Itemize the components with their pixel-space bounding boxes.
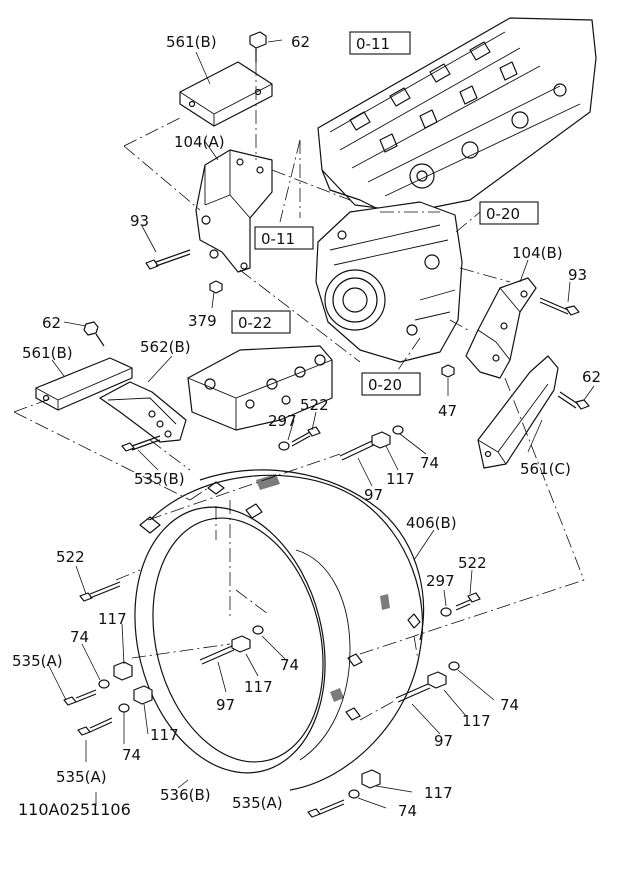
- reference-label: 0-11: [261, 230, 295, 248]
- insulator-561b-top-drawing: [179, 61, 273, 127]
- reference-label: 0-22: [238, 314, 272, 332]
- part-label[interactable]: 535(A): [56, 768, 107, 786]
- part-label[interactable]: 406(B): [406, 514, 457, 532]
- part-label[interactable]: 562(B): [140, 338, 191, 356]
- part-label[interactable]: 47: [438, 402, 457, 420]
- reference-box-0-20-mid[interactable]: 0-20: [361, 372, 421, 396]
- part-label[interactable]: 117: [386, 470, 415, 488]
- part-label[interactable]: 104(B): [512, 244, 563, 262]
- nut-47-drawing: [441, 364, 455, 378]
- part-label[interactable]: 561(C): [520, 460, 571, 478]
- part-label[interactable]: 74: [280, 656, 299, 674]
- part-label[interactable]: 117: [424, 784, 453, 802]
- part-label[interactable]: 535(A): [12, 652, 63, 670]
- nut-379-drawing: [209, 280, 223, 294]
- part-label[interactable]: 297: [426, 572, 455, 590]
- reference-label: 0-11: [356, 35, 390, 53]
- part-label[interactable]: 74: [398, 802, 417, 820]
- part-label[interactable]: 97: [434, 732, 453, 750]
- timing-cover-drawing: [315, 201, 463, 363]
- part-label[interactable]: 535(A): [232, 794, 283, 812]
- washer-297-mid-drawing: [278, 441, 290, 451]
- bolt-62-right-drawing: [557, 391, 590, 410]
- dowel-group-c-drawing: [395, 661, 460, 703]
- part-label[interactable]: 97: [216, 696, 235, 714]
- reference-box-0-11-mid[interactable]: 0-11: [254, 226, 314, 250]
- part-label[interactable]: 536(B): [160, 786, 211, 804]
- part-label[interactable]: 62: [42, 314, 61, 332]
- bolt-535b-drawing: [121, 435, 161, 452]
- part-label[interactable]: 297: [268, 412, 297, 430]
- bracket-0-22-drawing: [187, 345, 333, 431]
- part-label[interactable]: 117: [244, 678, 273, 696]
- bracket-104a-drawing: [195, 149, 273, 273]
- part-label[interactable]: 104(A): [174, 133, 225, 151]
- part-label[interactable]: 74: [70, 628, 89, 646]
- part-labels: 561(B) 62 104(A) 93 379 62 561(B) 562(B)…: [12, 33, 601, 820]
- part-label[interactable]: 117: [150, 726, 179, 744]
- bracket-562b-drawing: [99, 381, 187, 443]
- reference-box-0-20-top[interactable]: 0-20: [479, 201, 539, 225]
- part-label[interactable]: 97: [364, 486, 383, 504]
- part-label[interactable]: 522: [458, 554, 487, 572]
- part-label[interactable]: 117: [462, 712, 491, 730]
- reference-label: 0-20: [368, 376, 402, 394]
- part-label[interactable]: 561(B): [166, 33, 217, 51]
- reference-box-0-22[interactable]: 0-22: [231, 310, 291, 334]
- dowel-group-b-drawing: [199, 625, 264, 665]
- leader-lines: [13, 39, 595, 809]
- bolt-93-left-drawing: [145, 249, 191, 270]
- part-label[interactable]: 74: [122, 746, 141, 764]
- insulator-561b-left-drawing: [35, 357, 133, 411]
- part-label[interactable]: 535(B): [134, 470, 185, 488]
- bracket-104b-drawing: [465, 277, 537, 379]
- bolt-group-bottom-drawing: [307, 769, 381, 818]
- part-label[interactable]: 522: [300, 396, 329, 414]
- cylinder-head-drawing: [317, 17, 597, 213]
- bolt-522-mid-drawing: [291, 426, 321, 447]
- part-label[interactable]: 74: [500, 696, 519, 714]
- part-label[interactable]: 93: [130, 212, 149, 230]
- part-label[interactable]: 93: [568, 266, 587, 284]
- bolt-62-left-drawing: [83, 321, 105, 347]
- part-label[interactable]: 561(B): [22, 344, 73, 362]
- dowel-group-a-drawing: [339, 425, 404, 461]
- diagram-id: 110A0251106: [18, 800, 131, 819]
- part-label[interactable]: 522: [56, 548, 85, 566]
- part-label[interactable]: 62: [582, 368, 601, 386]
- part-label[interactable]: 62: [291, 33, 310, 51]
- washer-297-right-drawing: [440, 607, 452, 617]
- part-label[interactable]: 117: [98, 610, 127, 628]
- bolt-group-left-drawing: [63, 661, 153, 736]
- bolt-522-left-drawing: [79, 581, 121, 602]
- reference-box-0-11-top[interactable]: 0-11: [349, 31, 411, 55]
- bolt-62-top-drawing: [249, 31, 267, 62]
- part-label[interactable]: 379: [188, 312, 217, 330]
- bolt-522-right-drawing: [455, 592, 481, 611]
- reference-label: 0-20: [486, 205, 520, 223]
- bolt-93-right-drawing: [539, 297, 580, 316]
- part-label[interactable]: 74: [420, 454, 439, 472]
- flywheel-housing-536b-drawing: [134, 469, 425, 791]
